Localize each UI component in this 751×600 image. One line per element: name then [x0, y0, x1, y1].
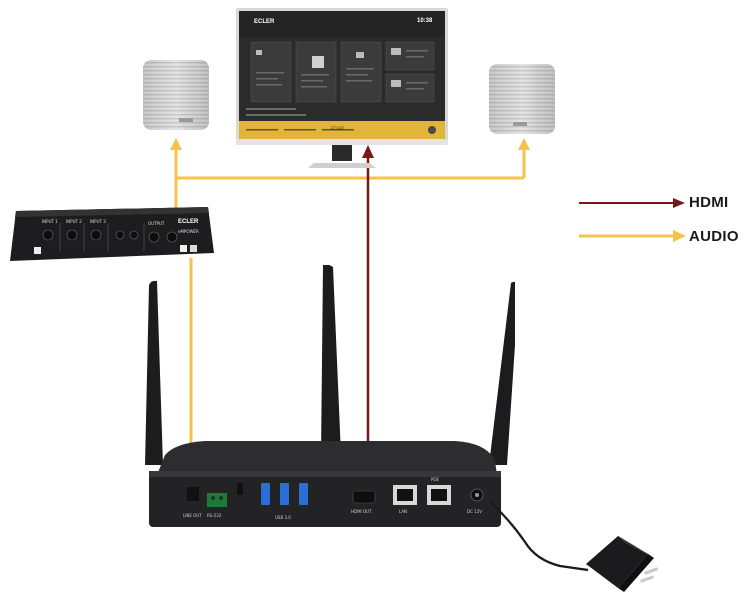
- hdmi-arrowhead: [362, 145, 374, 158]
- power-adapter-icon: [586, 536, 659, 592]
- speaker-right: [487, 62, 557, 136]
- port-label-rs232: RS-232: [207, 513, 222, 518]
- amplifier-icon: [10, 207, 214, 261]
- port-label-poe: POE: [431, 477, 440, 482]
- audio-arrowhead-right: [518, 138, 530, 150]
- monitor-clock: 10:38: [417, 18, 433, 24]
- port-label-lan: LAN: [399, 509, 408, 514]
- legend-audio-arrowhead: [673, 230, 686, 242]
- antenna-icon: [145, 264, 519, 465]
- audio-arrowhead-left: [170, 138, 182, 150]
- monitor-icon: [236, 8, 448, 168]
- legend-hdmi-label: HDMI: [689, 194, 729, 211]
- amplifier: ECLER eMPOWER INPUT 1 INPUT 2 INPUT 3 OU…: [8, 205, 216, 263]
- router-icon: [145, 264, 519, 527]
- power-adapter: [578, 530, 668, 595]
- monitor-brand: ECLER: [254, 19, 275, 25]
- amplifier-channel-1: INPUT 1: [42, 219, 58, 224]
- monitor: ECLER 10:38 ECLER: [236, 8, 448, 170]
- router: LINE OUT RS-232 USB 3.0 HDMI OUT LAN POE…: [135, 264, 519, 535]
- monitor-bar-brand: ECLER: [331, 126, 344, 131]
- speaker-icon: [489, 64, 555, 134]
- legend-hdmi-arrowhead: [673, 198, 685, 208]
- amplifier-channel-2: INPUT 2: [66, 219, 82, 224]
- speaker-left: [141, 58, 211, 132]
- speaker-icon: [143, 60, 209, 130]
- port-label-hdmi-out: HDMI OUT: [351, 509, 372, 514]
- port-label-dc: DC 12V: [467, 509, 482, 514]
- amplifier-channel-3: INPUT 3: [90, 219, 106, 224]
- port-label-line-out: LINE OUT: [183, 513, 202, 518]
- power-cable: [489, 501, 589, 572]
- amplifier-brand: ECLER: [178, 219, 199, 225]
- legend-lines: [579, 198, 686, 242]
- amplifier-channel-out: OUTPUT: [148, 221, 165, 226]
- amplifier-model: eMPOWER: [178, 229, 199, 234]
- port-label-usb: USB 3.0: [275, 515, 291, 520]
- legend-audio-label: AUDIO: [689, 228, 739, 245]
